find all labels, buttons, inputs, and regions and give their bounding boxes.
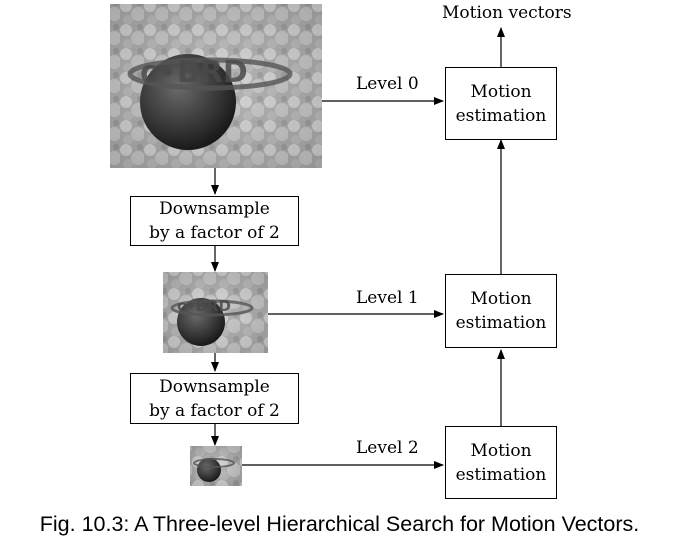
motion-estimation-line1: Motion <box>470 440 532 461</box>
figure-caption: Fig. 10.3: A Three-level Hierarchical Se… <box>39 512 640 536</box>
level-2-label: Level 2 <box>356 438 419 458</box>
svg-text:c•BRD: c•BRD <box>177 297 231 315</box>
downsample-box-1: Downsample by a factor of 2 <box>130 196 299 246</box>
downsample-box-2: Downsample by a factor of 2 <box>130 373 299 424</box>
level-1-label: Level 1 <box>356 288 419 308</box>
motion-estimation-line1: Motion <box>470 289 532 309</box>
motion-vectors-label: Motion vectors <box>442 3 572 23</box>
motion-estimation-box-level-1: Motion estimation <box>445 274 557 348</box>
svg-text:c•BRD: c•BRD <box>140 55 248 90</box>
motion-estimation-line2: estimation <box>455 464 547 485</box>
motion-estimation-box-level-2: Motion estimation <box>445 426 557 499</box>
downsample-line1: Downsample <box>159 199 270 219</box>
frame-level-2-image <box>190 446 242 486</box>
frame-level-0-image: c•BRD <box>110 4 322 168</box>
downsample-line2: by a factor of 2 <box>149 223 280 243</box>
level-0-label: Level 0 <box>356 74 419 94</box>
motion-estimation-line2: estimation <box>455 105 547 126</box>
downsample-line2: by a factor of 2 <box>149 400 280 421</box>
downsample-line1: Downsample <box>159 376 270 397</box>
frame-level-1-image: c•BRD <box>163 272 268 353</box>
motion-estimation-line1: Motion <box>470 81 532 102</box>
motion-estimation-line2: estimation <box>455 313 547 333</box>
motion-estimation-box-level-0: Motion estimation <box>445 67 557 140</box>
